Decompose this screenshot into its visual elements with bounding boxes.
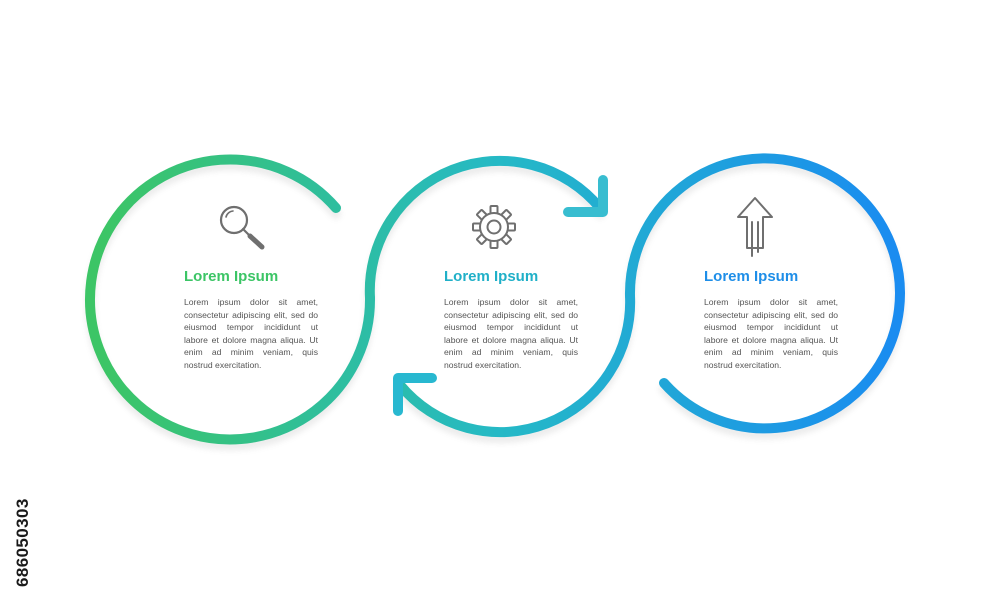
step-3: Lorem Ipsum Lorem ipsum dolor sit amet, … <box>704 268 838 371</box>
top-arc-connector <box>364 155 605 303</box>
right-loop <box>624 153 905 434</box>
step-1-title: Lorem Ipsum <box>184 268 279 285</box>
step-1-text: Lorem ipsum dolor sit amet, consectetur … <box>184 297 318 370</box>
arrow-up-icon <box>737 197 773 257</box>
stock-image-id: 686050303 <box>13 498 32 587</box>
step-2: Lorem Ipsum Lorem ipsum dolor sit amet, … <box>444 268 578 371</box>
step-2-text: Lorem ipsum dolor sit amet, consectetur … <box>444 297 578 370</box>
step-1: Lorem Ipsum Lorem ipsum dolor sit amet, … <box>184 268 318 371</box>
step-3-text: Lorem ipsum dolor sit amet, consectetur … <box>704 297 838 370</box>
left-arrowhead <box>393 373 437 416</box>
step-2-title: Lorem Ipsum <box>444 268 539 285</box>
search-icon <box>219 205 265 250</box>
left-loop <box>85 154 376 445</box>
gear-icon <box>472 205 516 249</box>
right-arrowhead <box>563 175 608 217</box>
bottom-arc-connector <box>395 291 636 438</box>
connector-shadow <box>85 159 905 451</box>
step-3-title: Lorem Ipsum <box>704 268 799 285</box>
